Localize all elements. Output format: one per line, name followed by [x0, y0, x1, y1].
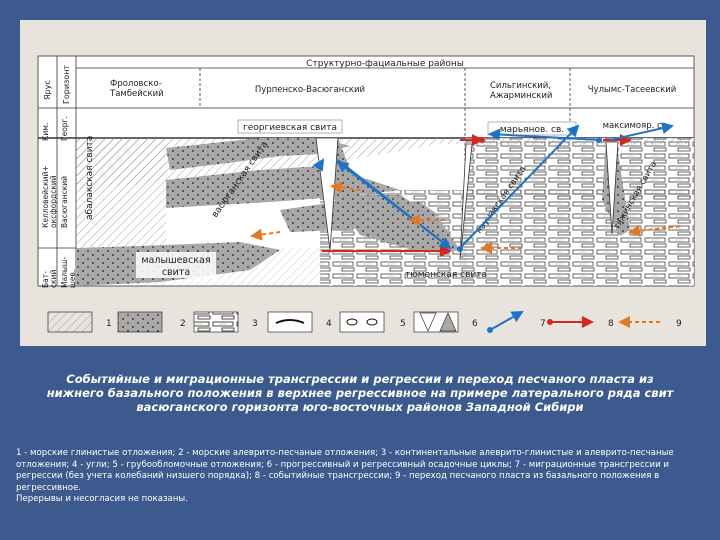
legend-note: Перерывы и несогласия не показаны.	[16, 494, 188, 505]
legend-numbers: 1 2 3 4 5 6 7 8 9	[106, 319, 682, 329]
legend-number-1: 1	[106, 319, 112, 329]
sand-body-1	[166, 138, 350, 170]
legend-number-6: 6	[472, 319, 478, 329]
sand-transition-arrow-3	[628, 224, 681, 237]
legend-items: 1 - морские глинистые отложения; 2 - мор…	[16, 448, 674, 493]
horizon-label-3: Малыш-шев.	[60, 256, 77, 288]
facies-diagram: Структурно-фациальные районы Ярус Горизо…	[20, 20, 706, 346]
figure-frame: Структурно-фациальные районы Ярус Горизо…	[8, 8, 712, 346]
marine-clay-left	[76, 138, 166, 248]
diagram-panel: Структурно-фациальные районы Ярус Горизо…	[20, 20, 706, 346]
continental-deposits-upper	[465, 138, 694, 198]
region-header-1: Фроловско-Тамбейский	[109, 79, 164, 99]
header-stage: Ярус	[43, 80, 52, 100]
diagram-title: Структурно-фациальные районы	[306, 59, 464, 69]
sand-body-main	[320, 138, 460, 252]
region-headers: Фроловско-Тамбейский Пурпенско-Васюгански…	[109, 79, 676, 101]
cycle-triangle-2	[459, 143, 473, 261]
suite-maryanov: марьянов. св.	[500, 125, 564, 135]
sand-transition-arrow-4	[330, 181, 361, 194]
migration-arrow-2	[336, 160, 451, 249]
horizon-label-2: Васюганский	[60, 176, 69, 228]
header-horizon: Горизонт	[62, 65, 71, 104]
legend-number-8: 8	[608, 319, 614, 329]
stage-label-3: Бат-ский	[41, 269, 58, 288]
legend-number-4: 4	[326, 319, 332, 329]
migration-arrow-4	[488, 128, 601, 141]
sand-transition-arrow-5	[250, 228, 281, 241]
legend-description: 1 - морские глинистые отложения; 2 - мор…	[16, 448, 706, 506]
legend-number-7: 7	[540, 319, 546, 329]
legend-number-9: 9	[676, 319, 682, 329]
region-header-3: Сильгинский,Ажарминский	[490, 81, 552, 101]
suite-abalak: абалакская свита	[85, 136, 95, 220]
migration-arrow-3	[459, 124, 580, 249]
horizon-label-1: Георг.	[60, 116, 69, 141]
legend-strip	[47, 311, 660, 333]
legend-number-5: 5	[400, 319, 406, 329]
legend-number-2: 2	[180, 319, 186, 329]
suite-maksimoyar: максимояр. св.	[603, 121, 670, 131]
suite-tyumen: тюменская свита	[405, 270, 487, 280]
migration-arrow-6	[312, 158, 325, 172]
legend-number-3: 3	[252, 319, 258, 329]
suite-georgiev: георгиевская свита	[243, 123, 337, 133]
stage-label-2: Келловейский+оксфордский	[41, 165, 58, 228]
region-header-2: Пурпенско-Васюганский	[255, 85, 365, 95]
figure-caption: Событийные и миграционные трансгрессии и…	[46, 372, 674, 414]
cycle-triangle-3	[605, 141, 619, 235]
region-header-4: Чулымс-Тасеевский	[588, 85, 677, 95]
migration-arrow-5	[609, 122, 674, 141]
stage-label-1: Ким.	[41, 123, 50, 141]
